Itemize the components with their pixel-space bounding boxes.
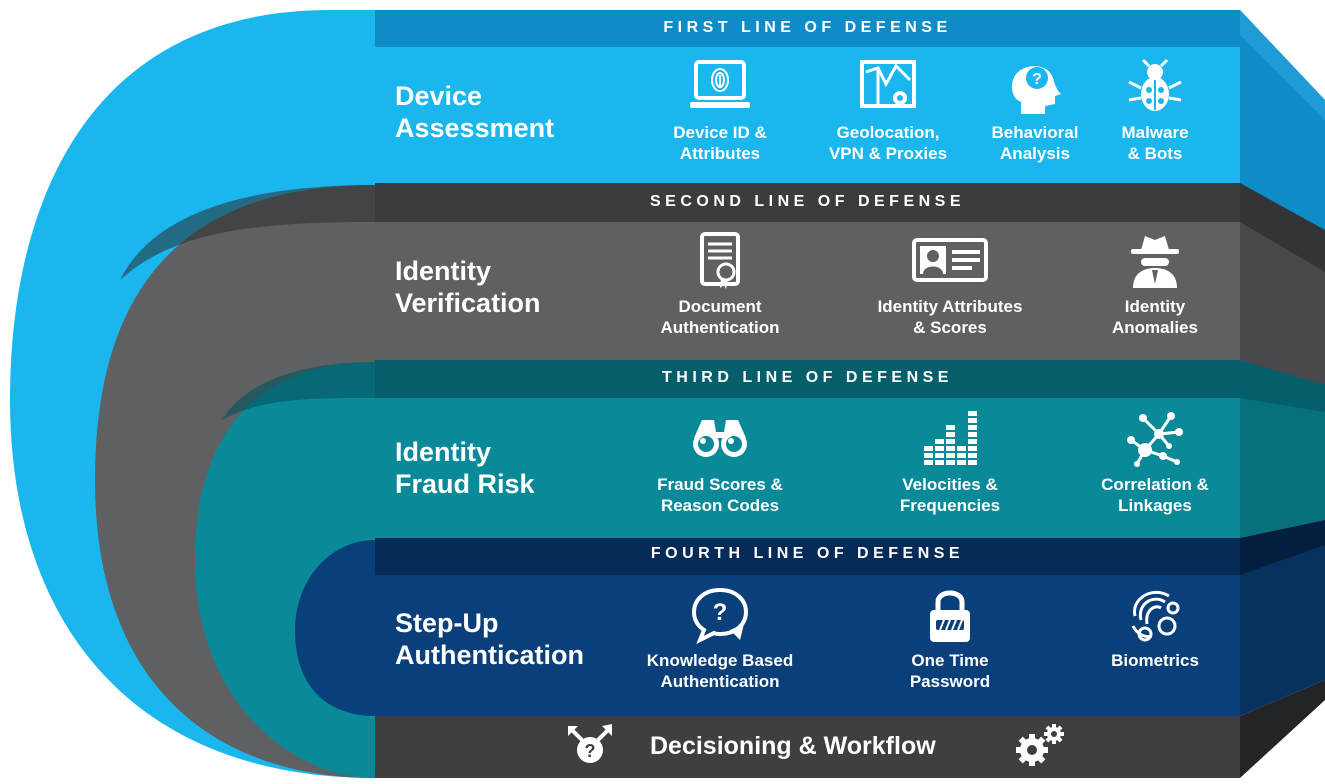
- footer-panel: [375, 716, 1240, 778]
- footer-side: [1240, 680, 1325, 778]
- layer-1-band: [375, 10, 1240, 47]
- layer-3-band: [375, 360, 1240, 398]
- layer-2-band: [375, 183, 1240, 222]
- bug-icon: [1128, 58, 1182, 111]
- layer-4-band: [375, 538, 1240, 575]
- item-fraud-scores: Fraud Scores & Reason Codes: [620, 410, 820, 516]
- item-label: Biometrics: [1111, 651, 1199, 670]
- item-knowledge-based-auth: ? Knowledge Based Authentication: [620, 586, 820, 692]
- layer-4-panel: [375, 575, 1240, 716]
- item-malware-bots: Malware & Bots: [1055, 58, 1255, 164]
- head-question-icon: ?: [1011, 66, 1061, 114]
- biometrics-icon: [1131, 590, 1180, 642]
- item-label: Knowledge Based Authentication: [646, 651, 794, 691]
- item-label: Behavioral Analysis: [991, 123, 1079, 163]
- layer-1-panel: [375, 47, 1240, 183]
- certificate-document-icon: [700, 232, 740, 289]
- svg-text:?: ?: [713, 599, 728, 626]
- layer-title-identity-fraud-risk: Identity Fraud Risk: [395, 437, 535, 499]
- map-pin-icon: [860, 60, 916, 108]
- layer-title-identity-verification: Identity Verification: [395, 256, 541, 318]
- band-label-third: THIRD LINE OF DEFENSE: [662, 369, 953, 386]
- band-label-second: SECOND LINE OF DEFENSE: [649, 193, 966, 210]
- item-label: Identity Attributes & Scores: [877, 297, 1023, 337]
- svg-text:?: ?: [1032, 71, 1042, 88]
- padlock-icon: [930, 590, 970, 642]
- item-label: Malware & Bots: [1121, 123, 1189, 163]
- band-label-fourth: FOURTH LINE OF DEFENSE: [650, 545, 965, 562]
- item-document-authentication: Document Authentication: [620, 232, 820, 338]
- decision-arrows-icon: ?: [568, 724, 612, 763]
- layer-2-arc-shadow: [120, 185, 375, 280]
- layer-3-panel: [375, 398, 1240, 538]
- layer-4-side: [1240, 520, 1325, 716]
- equalizer-icon: [924, 411, 977, 465]
- layer-1-side-top: [1240, 10, 1325, 120]
- layer-title-device-assessment: Device Assessment: [395, 81, 555, 143]
- question-bubble-icon: ?: [691, 587, 749, 644]
- item-label: Geolocation, VPN & Proxies: [828, 123, 948, 163]
- layer-1-side: [1240, 10, 1325, 270]
- item-device-id: Device ID & Attributes: [620, 58, 820, 164]
- item-correlation: Correlation & Linkages: [1055, 410, 1255, 516]
- network-icon: [1127, 412, 1183, 467]
- item-velocities: Velocities & Frequencies: [850, 410, 1050, 516]
- binoculars-icon: [693, 420, 747, 457]
- item-behavioral-analysis: ? Behavioral Analysis: [935, 58, 1135, 164]
- item-label: Device ID & Attributes: [673, 123, 767, 163]
- band-label-first: FIRST LINE OF DEFENSE: [663, 19, 952, 36]
- layer-3-arc-shadow: [222, 362, 375, 420]
- item-label: Identity Anomalies: [1112, 297, 1198, 337]
- item-label: One Time Password: [909, 651, 991, 691]
- layer-2-panel: [375, 222, 1240, 360]
- item-label: Document Authentication: [660, 297, 780, 337]
- layer-3-side-top: [1240, 360, 1325, 412]
- footer-title: Decisioning & Workflow: [650, 732, 936, 760]
- item-label: Fraud Scores & Reason Codes: [657, 475, 783, 515]
- item-biometrics: Biometrics: [1055, 586, 1255, 671]
- item-one-time-password: One Time Password: [850, 586, 1050, 692]
- layer-4-arc: [295, 540, 375, 716]
- layer-title-step-up-authentication: Step-Up Authentication: [395, 608, 584, 670]
- svg-text:?: ?: [585, 741, 596, 761]
- laptop-fingerprint-icon: [690, 60, 750, 108]
- item-label: Correlation & Linkages: [1101, 475, 1209, 515]
- layer-2-side-top: [1240, 183, 1325, 272]
- item-identity-anomalies: Identity Anomalies: [1055, 232, 1255, 338]
- item-geolocation: Geolocation, VPN & Proxies: [788, 58, 988, 164]
- gears-icon: [1016, 724, 1064, 766]
- spy-icon: [1131, 236, 1179, 288]
- item-identity-attributes: Identity Attributes & Scores: [850, 232, 1050, 338]
- id-card-icon: [912, 238, 988, 282]
- layer-4-side-top: [1240, 520, 1325, 575]
- item-label: Velocities & Frequencies: [899, 475, 1001, 515]
